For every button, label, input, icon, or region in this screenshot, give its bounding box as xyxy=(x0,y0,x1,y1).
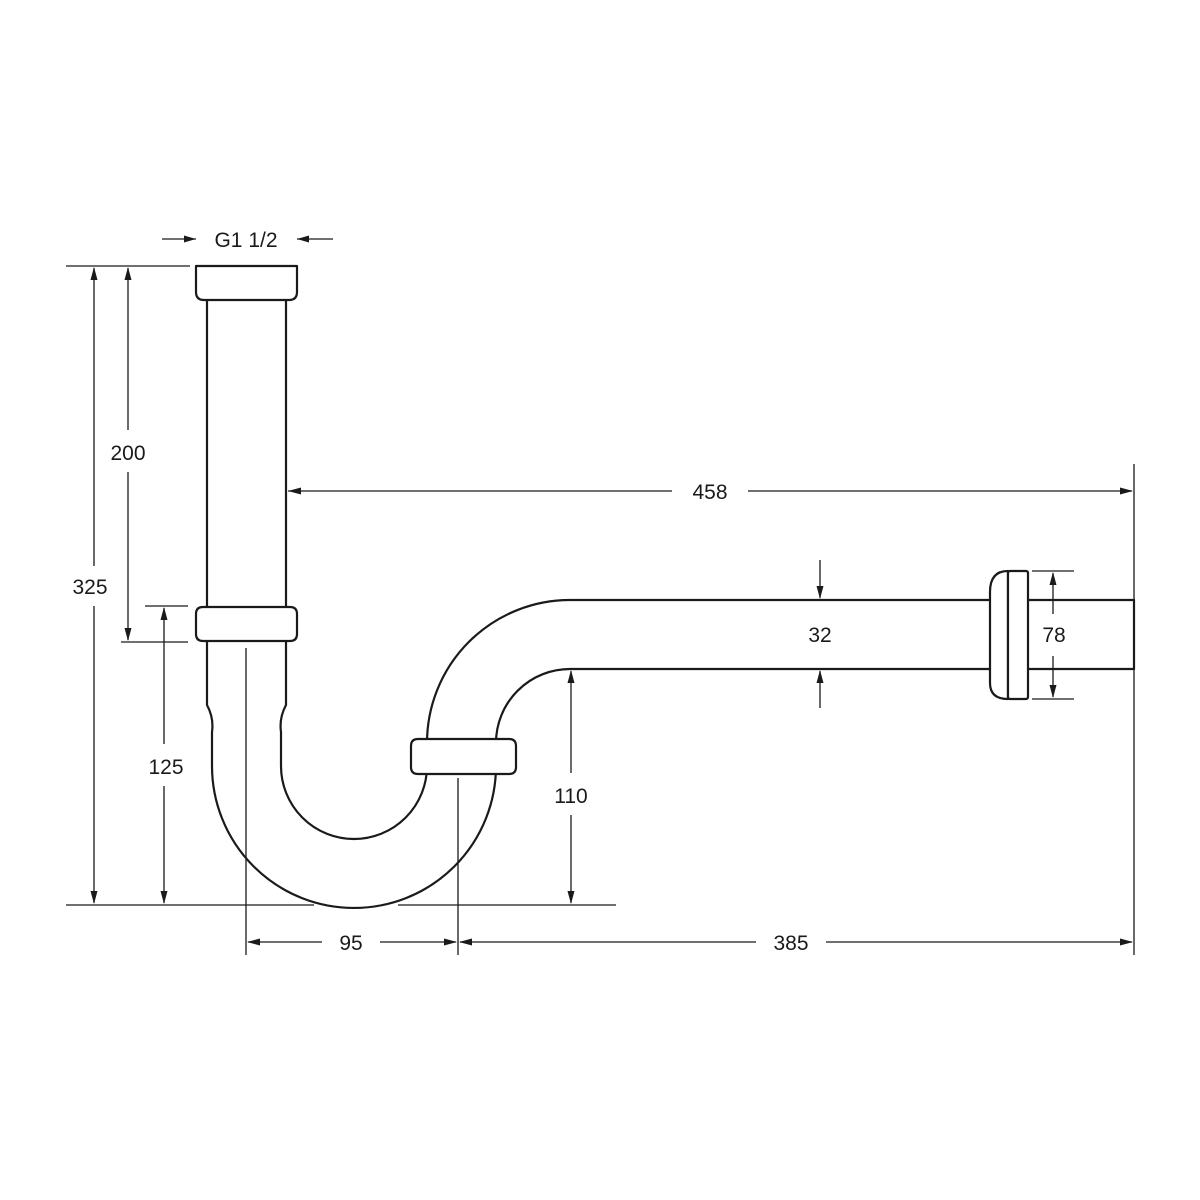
label-horizontal-length: 458 xyxy=(692,481,727,504)
wall-rosette xyxy=(988,569,1010,701)
slip-nut-left xyxy=(194,605,299,643)
slip-nut-bend xyxy=(409,737,518,776)
label-outlet-height: 110 xyxy=(554,785,587,808)
thread-nut-top xyxy=(194,264,299,302)
bend-inner-wall xyxy=(494,667,992,745)
wall-rosette-flange xyxy=(1006,569,1030,701)
siphon-body xyxy=(194,264,1136,910)
label-outlet-length: 385 xyxy=(773,932,808,955)
label-lower-height: 125 xyxy=(148,756,183,779)
label-total-height: 325 xyxy=(72,576,107,599)
label-upper-tube: 200 xyxy=(110,442,145,465)
label-thread-size: G1 1/2 xyxy=(214,229,277,252)
trap-outer-wall xyxy=(205,638,498,910)
bend-outer-wall xyxy=(425,598,992,745)
dim-horizontal-length: 458 xyxy=(288,481,1133,504)
label-trap-offset: 95 xyxy=(339,932,362,955)
dim-lower-height: 125 xyxy=(148,607,184,904)
dim-upper-tube: 200 xyxy=(110,267,146,641)
dim-outlet-height: 110 xyxy=(554,670,588,904)
dim-outlet-length: 385 xyxy=(459,932,1133,955)
label-pipe-diameter: 32 xyxy=(808,624,831,647)
dim-thread-size: G1 1/2 xyxy=(162,229,333,252)
dim-trap-offset: 95 xyxy=(247,932,457,955)
dim-rosette-diameter: 78 xyxy=(1032,570,1074,700)
dim-total-height: 325 xyxy=(72,267,108,904)
dimensions: G1 1/2 325 200 125 xyxy=(66,229,1135,955)
label-rosette-diameter: 78 xyxy=(1042,624,1065,647)
trap-inner-wall xyxy=(279,638,429,841)
dim-pipe-diameter: 32 xyxy=(808,560,832,708)
